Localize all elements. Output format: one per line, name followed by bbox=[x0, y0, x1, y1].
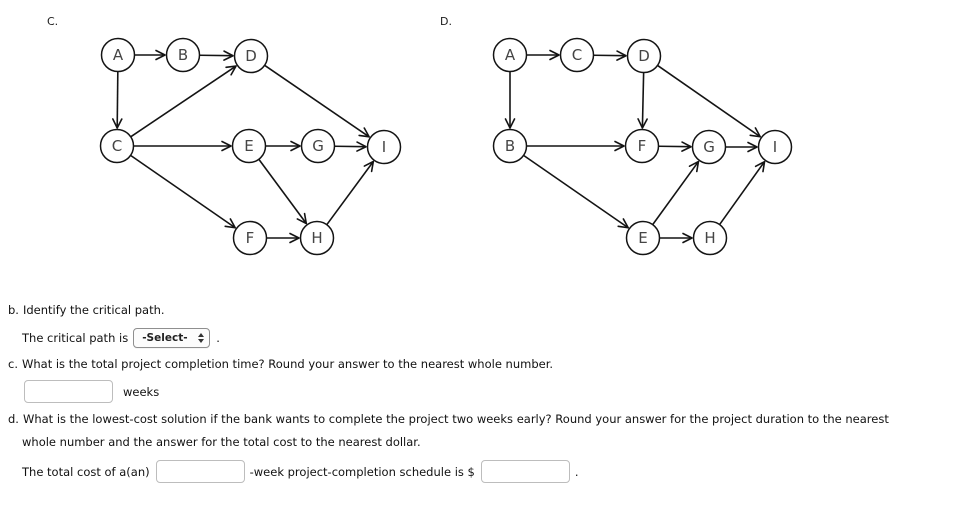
diagram-c-edge-D-I bbox=[264, 64, 370, 138]
diagram-c-edge-A-C bbox=[111, 71, 123, 129]
diagram-d-node-label-F: F bbox=[638, 137, 647, 155]
total-cost-suffix: . bbox=[574, 464, 579, 479]
diagram-c-node-circle-I bbox=[366, 129, 402, 165]
total-cost-middle-text: -week project-completion schedule is $ bbox=[249, 464, 475, 479]
weeks-unit-label: weeks bbox=[123, 384, 160, 399]
critical-path-select-value: -Select- bbox=[142, 332, 188, 344]
question-b-prefix: b. bbox=[8, 303, 19, 317]
question-d-body-line2: whole number and the answer for the tota… bbox=[22, 435, 421, 449]
diagram-d-node-circle-A bbox=[492, 37, 528, 73]
diagram-d-node-D: D bbox=[626, 38, 662, 74]
question-b-text: b.Identify the critical path. bbox=[8, 303, 165, 317]
diagram-c-node-C: C bbox=[99, 128, 135, 164]
diagram-d-node-circle-G bbox=[691, 129, 727, 165]
question-c-text: c.What is the total project completion t… bbox=[8, 357, 553, 371]
diagram-d-edge-E-G bbox=[652, 160, 700, 226]
diagram-d-node-E: E bbox=[625, 220, 661, 256]
diagram-c-node-F: F bbox=[232, 220, 268, 256]
diagram-d-node-label-C: C bbox=[572, 46, 582, 64]
diagram-d-node-label-H: H bbox=[704, 229, 715, 247]
diagram-d-node-circle-E bbox=[625, 220, 661, 256]
diagram-c-label: C. bbox=[47, 15, 59, 28]
question-d-text-line1: d.What is the lowest-cost solution if th… bbox=[8, 412, 889, 426]
diagram-c-node-D: D bbox=[233, 38, 269, 74]
diagram-d-edge-D-F bbox=[637, 72, 648, 129]
diagram-c-node-label-E: E bbox=[244, 137, 253, 155]
diagram-c-node-G: G bbox=[300, 128, 336, 164]
question-b-body: Identify the critical path. bbox=[22, 303, 165, 317]
diagram-c-node-A: A bbox=[100, 37, 136, 73]
diagram-c-node-label-F: F bbox=[246, 229, 255, 247]
diagram-d-node-G: G bbox=[691, 129, 727, 165]
question-c-body: What is the total project completion tim… bbox=[21, 357, 554, 371]
spinner-up-arrow-icon bbox=[198, 333, 205, 337]
diagram-d-node-circle-I bbox=[757, 129, 793, 165]
diagram-c-node-circle-B bbox=[165, 37, 201, 73]
diagram-c-node-circle-H bbox=[299, 220, 335, 256]
diagram-d-node-F: F bbox=[624, 128, 660, 164]
diagram-d-node-label-G: G bbox=[703, 138, 715, 156]
diagram-c-node-label-I: I bbox=[382, 138, 386, 156]
total-cost-prompt: The total cost of a(an) bbox=[22, 464, 150, 479]
diagram-d-node-circle-C bbox=[559, 37, 595, 73]
diagram-d-node-C: C bbox=[559, 37, 595, 73]
diagram-c-edge-C-D bbox=[130, 65, 237, 138]
critical-path-prompt: The critical path is bbox=[22, 331, 129, 345]
question-d-body-line1: What is the lowest-cost solution if the … bbox=[22, 412, 889, 426]
spinner-down-arrow-icon bbox=[198, 339, 205, 343]
question-b-answer-row: The critical path is -Select- . bbox=[22, 326, 220, 350]
select-spinner-icon bbox=[198, 333, 205, 343]
diagram-c-node-circle-C bbox=[99, 128, 135, 164]
diagram-d-node-label-E: E bbox=[638, 229, 647, 247]
diagram-d-edge-B-E bbox=[523, 154, 629, 229]
diagram-d-node-label-I: I bbox=[773, 138, 777, 156]
diagram-c-edge-H-I bbox=[326, 160, 375, 226]
diagram-d-node-H: H bbox=[692, 220, 728, 256]
question-d-text-line2: whole number and the answer for the tota… bbox=[22, 435, 421, 449]
diagram-c-node-label-G: G bbox=[312, 137, 324, 155]
diagram-c-edge-C-F bbox=[130, 154, 236, 229]
question-c-answer-row: weeks bbox=[24, 380, 159, 403]
diagram-c-node-circle-D bbox=[233, 38, 269, 74]
diagram-c-edge-E-H bbox=[258, 158, 308, 225]
question-c-prefix: c. bbox=[8, 357, 18, 371]
diagram-d-node-label-B: B bbox=[505, 137, 515, 155]
diagram-d-node-A: A bbox=[492, 37, 528, 73]
diagram-d-node-circle-F bbox=[624, 128, 660, 164]
diagram-c-node-label-C: C bbox=[112, 137, 122, 155]
diagram-d-edge-H-I bbox=[718, 160, 766, 226]
diagram-d-node-circle-H bbox=[692, 220, 728, 256]
diagram-c-node-circle-G bbox=[300, 128, 336, 164]
diagram-d-edge-D-I bbox=[657, 64, 762, 138]
diagram-d-label: D. bbox=[440, 15, 452, 28]
total-cost-input[interactable] bbox=[480, 460, 570, 483]
diagram-c-node-B: B bbox=[165, 37, 201, 73]
diagram-c-node-circle-A bbox=[100, 37, 136, 73]
question-d-answer-row: The total cost of a(an) -week project-co… bbox=[22, 459, 579, 484]
diagram-c-node-label-B: B bbox=[178, 46, 188, 64]
diagram-c-node-label-A: A bbox=[113, 46, 124, 64]
project-duration-input[interactable] bbox=[155, 460, 245, 483]
diagram-c-node-E: E bbox=[231, 128, 267, 164]
critical-path-suffix: . bbox=[216, 331, 220, 345]
diagram-c-node-I: I bbox=[366, 129, 402, 165]
diagram-d-node-circle-D bbox=[626, 38, 662, 74]
diagram-d-node-B: B bbox=[492, 128, 528, 164]
diagram-d-node-circle-B bbox=[492, 128, 528, 164]
network-diagrams: A B D C E G I F H A C D B F G I E H bbox=[99, 37, 793, 256]
completion-time-input[interactable] bbox=[24, 380, 113, 403]
diagram-c-node-label-H: H bbox=[311, 229, 322, 247]
diagram-d-node-label-A: A bbox=[505, 46, 516, 64]
critical-path-select[interactable]: -Select- bbox=[133, 328, 211, 348]
diagram-c-node-circle-E bbox=[231, 128, 267, 164]
question-d-prefix: d. bbox=[8, 412, 19, 426]
diagram-c-node-circle-F bbox=[232, 220, 268, 256]
diagram-d-node-label-D: D bbox=[638, 47, 650, 65]
diagram-c-node-label-D: D bbox=[245, 47, 257, 65]
diagram-d-node-I: I bbox=[757, 129, 793, 165]
diagram-c-node-H: H bbox=[299, 220, 335, 256]
